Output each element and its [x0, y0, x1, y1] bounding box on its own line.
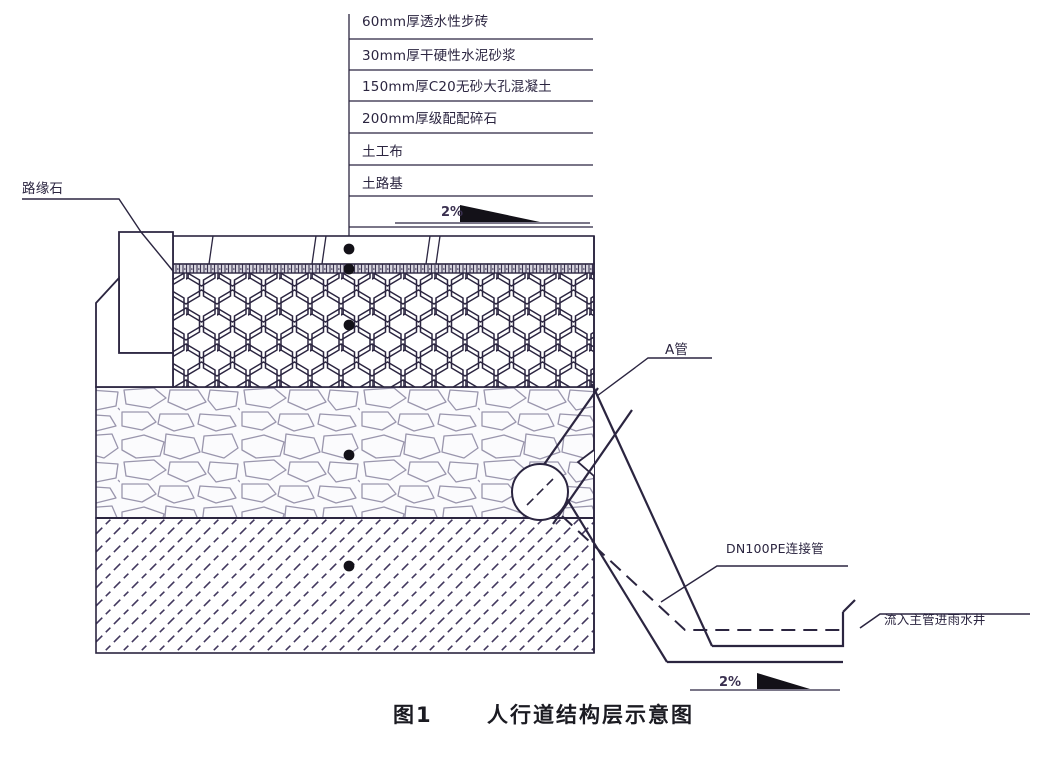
layer-label-4: 200mm厚级配配碎石	[362, 111, 497, 127]
paver-joint	[321, 235, 327, 265]
pipe-a-upper-wall-2	[552, 409, 633, 525]
connection-pipe-label: DN100PE连接管	[726, 541, 824, 556]
paver-joint	[435, 235, 441, 265]
pointer-dot	[343, 449, 355, 461]
paver-joint	[208, 235, 214, 265]
pipe-outlet-edge	[842, 599, 856, 613]
bottom-slope-indicator: 2%	[690, 673, 840, 691]
connection-pipe-leader-line	[660, 565, 848, 603]
pipe-top-wall	[712, 612, 845, 648]
subgrade-layer	[95, 517, 595, 654]
bottom-slope-label: 2%	[719, 675, 741, 690]
layer-pointer-dots	[343, 243, 355, 572]
pointer-dot	[343, 319, 355, 331]
caption-number: 图1	[393, 703, 433, 727]
pipe-a-outer-wall	[590, 383, 714, 647]
pointer-dot	[343, 243, 355, 255]
figure-caption: 图1 人行道结构层示意图	[393, 703, 694, 727]
pipe-a-leader-line	[596, 357, 712, 397]
caption-title: 人行道结构层示意图	[487, 703, 694, 727]
layer-label-3: 150mm厚C20无砂大孔混凝土	[362, 79, 552, 95]
pipe-a-label: A管	[665, 342, 688, 358]
pipe-a-centerline-short	[526, 478, 554, 506]
top-slope-label: 2%	[441, 205, 463, 220]
porous-concrete-layer	[172, 271, 595, 388]
layer-label-1: 60mm厚透水性步砖	[362, 14, 488, 30]
paver-joint	[425, 235, 431, 265]
layer-callout-table: 60mm厚透水性步砖 30mm厚干硬性水泥砂浆 150mm厚C20无砂大孔混凝土…	[348, 14, 593, 600]
paver-joint	[311, 235, 317, 265]
layer-label-5: 土工布	[362, 144, 403, 160]
curb-label: 路缘石	[22, 181, 63, 197]
pointer-dot	[343, 263, 355, 275]
outlet-leader-line	[859, 613, 1030, 629]
curb-stone: 路缘石	[22, 181, 174, 388]
layer-label-2: 30mm厚干硬性水泥砂浆	[362, 48, 516, 64]
pointer-dot	[343, 560, 355, 572]
outlet-label: 流入主管进雨水井	[884, 612, 986, 627]
layer-label-6: 土路基	[362, 175, 403, 192]
pipe-centerline	[561, 515, 843, 631]
curb-leader-line-2	[140, 231, 174, 272]
curb-leader-line	[22, 198, 142, 233]
paver-layer	[172, 235, 595, 265]
top-slope-indicator: 2%	[395, 205, 590, 224]
pipe-trench: A管 DN100PE连接管 流入主管进雨水井	[511, 236, 1030, 664]
